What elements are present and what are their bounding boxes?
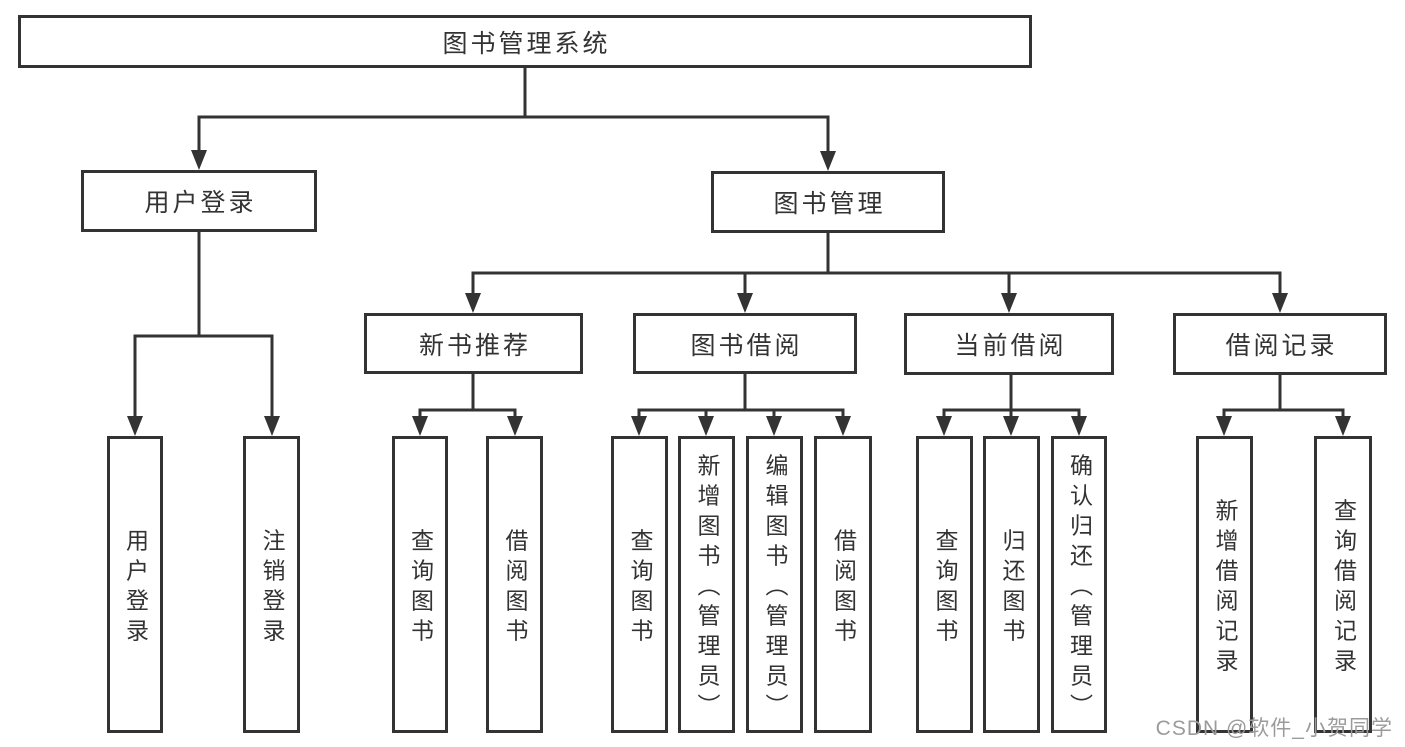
node-new-book-recommend: 新书推荐 [364,313,583,374]
arrowhead-icon [1071,416,1087,436]
node-label: 查询借阅记录 [1330,498,1357,678]
arrowhead-icon [766,416,782,436]
node-return-books: 归还图书 [983,436,1040,733]
node-confirm-return-admin: 确认归还（管理员） [1051,436,1107,733]
node-query-books-1: 查询图书 [392,436,448,733]
arrowhead-icon [936,416,952,436]
arrowhead-icon [1003,416,1019,436]
arrowhead-icon [412,416,428,436]
node-add-books-admin: 新增图书（管理员） [678,436,735,733]
node-query-books-3: 查询图书 [916,436,973,733]
node-label: 借阅图书 [502,528,528,648]
node-user-login-leaf: 用户登录 [107,436,163,733]
node-query-books-2: 查询图书 [611,436,668,733]
node-query-borrow-record: 查询借阅记录 [1314,436,1372,733]
node-label: 用户登录 [122,528,149,648]
node-user-login: 用户登录 [81,170,317,232]
node-label: 编辑图书（管理员） [762,453,788,723]
node-label: 借阅记录 [1225,332,1338,360]
node-label: 图书管理系统 [442,29,611,58]
arrowhead-icon [1216,416,1232,436]
node-label: 归还图书 [999,528,1025,648]
node-borrow-records: 借阅记录 [1173,313,1387,375]
node-label: 新增图书（管理员） [694,453,720,723]
node-label: 注销登录 [259,528,285,648]
node-book-management: 图书管理 [711,171,945,233]
node-root: 图书管理系统 [18,15,1032,68]
node-current-borrow: 当前借阅 [904,313,1114,375]
arrowhead-icon [835,416,851,436]
node-label: 用户登录 [144,189,257,217]
arrowhead-icon [1001,293,1017,313]
watermark: CSDN @软件_小贺同学 [1155,717,1393,740]
node-logout: 注销登录 [243,436,300,733]
arrowhead-icon [507,416,523,436]
node-label: 借阅图书 [830,528,857,648]
arrowhead-icon [127,416,143,436]
arrowhead-icon [1272,293,1288,313]
arrowhead-icon [191,150,207,170]
node-label: 查询图书 [627,528,653,648]
node-label: 图书管理 [773,190,886,218]
arrowhead-icon [631,416,647,436]
arrowhead-icon [264,416,280,436]
node-edit-books-admin: 编辑图书（管理员） [746,436,803,733]
node-borrow-books-1: 借阅图书 [486,436,543,733]
node-label: 查询图书 [932,528,958,648]
node-label: 查询图书 [407,528,434,648]
node-label: 确认归还（管理员） [1066,453,1093,723]
node-label: 新书推荐 [418,331,531,360]
arrowhead-icon [737,293,753,313]
node-add-borrow-record: 新增借阅记录 [1196,436,1253,733]
node-label: 图书借阅 [690,331,803,360]
arrowhead-icon [698,416,714,436]
arrowhead-icon [465,293,481,313]
node-book-borrow: 图书借阅 [633,313,857,374]
arrowhead-icon [1335,416,1351,436]
node-label: 当前借阅 [954,332,1067,360]
node-label: 新增借阅记录 [1212,498,1238,678]
node-borrow-books-2: 借阅图书 [814,436,872,733]
arrowhead-icon [820,151,836,171]
